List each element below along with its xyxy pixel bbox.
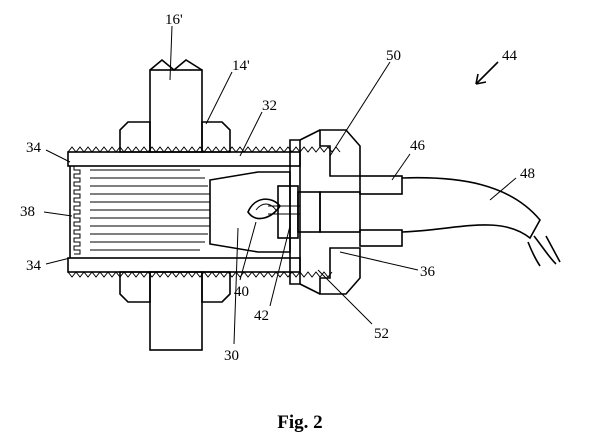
cable-48 bbox=[401, 176, 561, 267]
leader-lines bbox=[43, 25, 517, 345]
label-44: 44 bbox=[502, 48, 518, 64]
label-38: 38 bbox=[20, 204, 35, 220]
label-52: 52 bbox=[374, 326, 389, 342]
label-50: 50 bbox=[386, 48, 401, 64]
label-30: 30 bbox=[224, 348, 239, 364]
label-32: 32 bbox=[262, 98, 277, 114]
cap-50 bbox=[289, 129, 361, 295]
label-48: 48 bbox=[520, 166, 535, 182]
label-34-bottom: 34 bbox=[26, 258, 42, 274]
ferrule-46 bbox=[319, 175, 403, 247]
sensor-assembly-30 bbox=[209, 171, 321, 253]
label-46: 46 bbox=[410, 138, 426, 154]
label-42: 42 bbox=[254, 308, 269, 324]
label-36: 36 bbox=[420, 264, 436, 280]
panel-16p bbox=[149, 58, 203, 351]
label-40: 40 bbox=[234, 284, 249, 300]
label-16p: 16' bbox=[165, 12, 183, 28]
figure-caption: Fig. 2 bbox=[277, 412, 322, 433]
label-14p: 14' bbox=[232, 58, 250, 74]
reference-labels: 16' 14' 32 50 44 46 48 34 38 34 30 40 42… bbox=[20, 12, 535, 364]
label-34-top: 34 bbox=[26, 140, 42, 156]
